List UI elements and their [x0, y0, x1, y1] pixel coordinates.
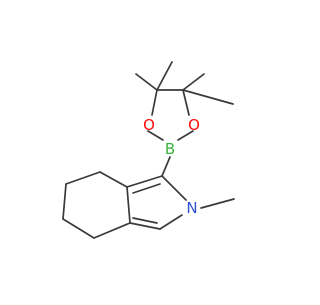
bond-c3a-c7a [126, 186, 131, 224]
atom-label-oxygen-right: O [188, 116, 200, 134]
bond-c4-c3a [93, 222, 131, 239]
bond-methyl-3 [182, 73, 205, 91]
bond-c7-c6 [65, 171, 101, 185]
bond-c3-c3a-double [132, 217, 158, 224]
atom-label-boron: B [165, 140, 175, 158]
bond-c7a-c1-double [132, 183, 161, 194]
bond-b-c1 [161, 156, 171, 177]
bond-n-methyl [200, 198, 235, 209]
atom-label-oxygen-left: O [143, 116, 155, 134]
bond-o-left-c [151, 89, 158, 116]
bond-c1-n [161, 175, 187, 201]
bond-c7a-c7 [99, 171, 128, 188]
bond-c6-c5 [62, 183, 67, 220]
atom-label-nitrogen: N [186, 199, 197, 217]
molecule-diagram: B O O N [62, 61, 235, 239]
bond-c7a-c1 [126, 175, 163, 188]
bond-methyl-1 [135, 73, 158, 91]
bond-b-o-right [177, 130, 194, 141]
bond-n-c3 [159, 214, 183, 230]
bond-o-right-c [182, 89, 190, 116]
bond-c5-c4 [62, 218, 95, 239]
bond-methyl-4 [182, 89, 234, 105]
structure-canvas: B O O N [62, 61, 235, 239]
bond-methyl-2 [156, 61, 173, 91]
bond-c3-c3a [129, 222, 161, 230]
bond-b-o-left [147, 130, 164, 141]
